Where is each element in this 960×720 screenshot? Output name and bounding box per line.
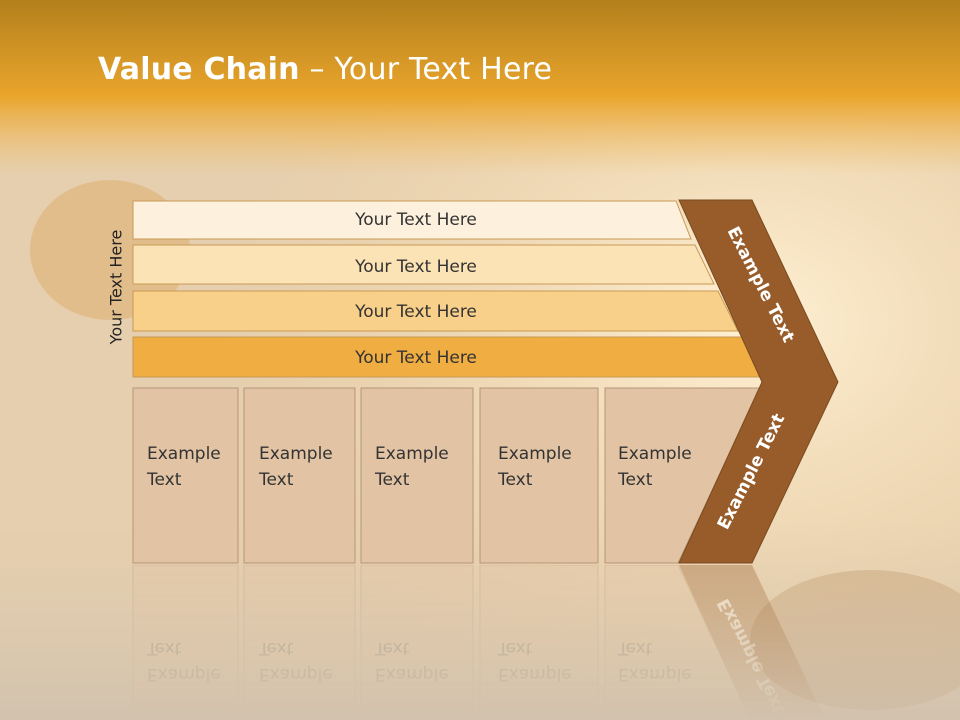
- title-rest: – Your Text Here: [299, 52, 553, 87]
- page-title: Value Chain – Your Text Here: [98, 52, 552, 87]
- reflection: Example Text Example Text Example Text E…: [132, 564, 826, 720]
- refl-box-4-line2: Text: [497, 638, 533, 658]
- box-5-line2: Text: [617, 470, 653, 490]
- refl-box-4-line1: Example: [498, 664, 572, 684]
- chevron-arrow: [678, 199, 839, 564]
- refl-box-1-line1: Example: [147, 664, 221, 684]
- refl-box-3-line1: Example: [375, 664, 449, 684]
- box-1: [132, 387, 239, 564]
- bar-2: [132, 244, 715, 285]
- refl-box-5-line1: Example: [618, 664, 692, 684]
- box-3-line1: Example: [375, 444, 449, 464]
- box-2-line1: Example: [259, 444, 333, 464]
- refl-box-5-line2: Text: [617, 638, 653, 658]
- refl-box-2-line1: Example: [259, 664, 333, 684]
- refl-box-2-line2: Text: [258, 638, 294, 658]
- refl-box-1-line2: Text: [146, 638, 182, 658]
- bar-1-label: Your Text Here: [354, 210, 477, 230]
- bar-4-label: Your Text Here: [354, 348, 477, 368]
- box-5-line1: Example: [618, 444, 692, 464]
- box-1-line2: Text: [146, 470, 182, 490]
- box-3: [360, 387, 474, 564]
- bar-1: [132, 200, 692, 240]
- title-bold: Value Chain: [98, 52, 300, 87]
- refl-box-3-line2: Text: [374, 638, 410, 658]
- bar-3: [132, 290, 739, 332]
- bar-2-label: Your Text Here: [354, 257, 477, 277]
- box-1-line1: Example: [147, 444, 221, 464]
- box-5: [604, 387, 761, 564]
- box-3-line2: Text: [374, 470, 410, 490]
- bar-3-label: Your Text Here: [354, 302, 477, 322]
- box-2: [243, 387, 356, 564]
- box-4: [479, 387, 599, 564]
- box-4-line1: Example: [498, 444, 572, 464]
- box-2-line2: Text: [258, 470, 294, 490]
- box-4-line2: Text: [497, 470, 533, 490]
